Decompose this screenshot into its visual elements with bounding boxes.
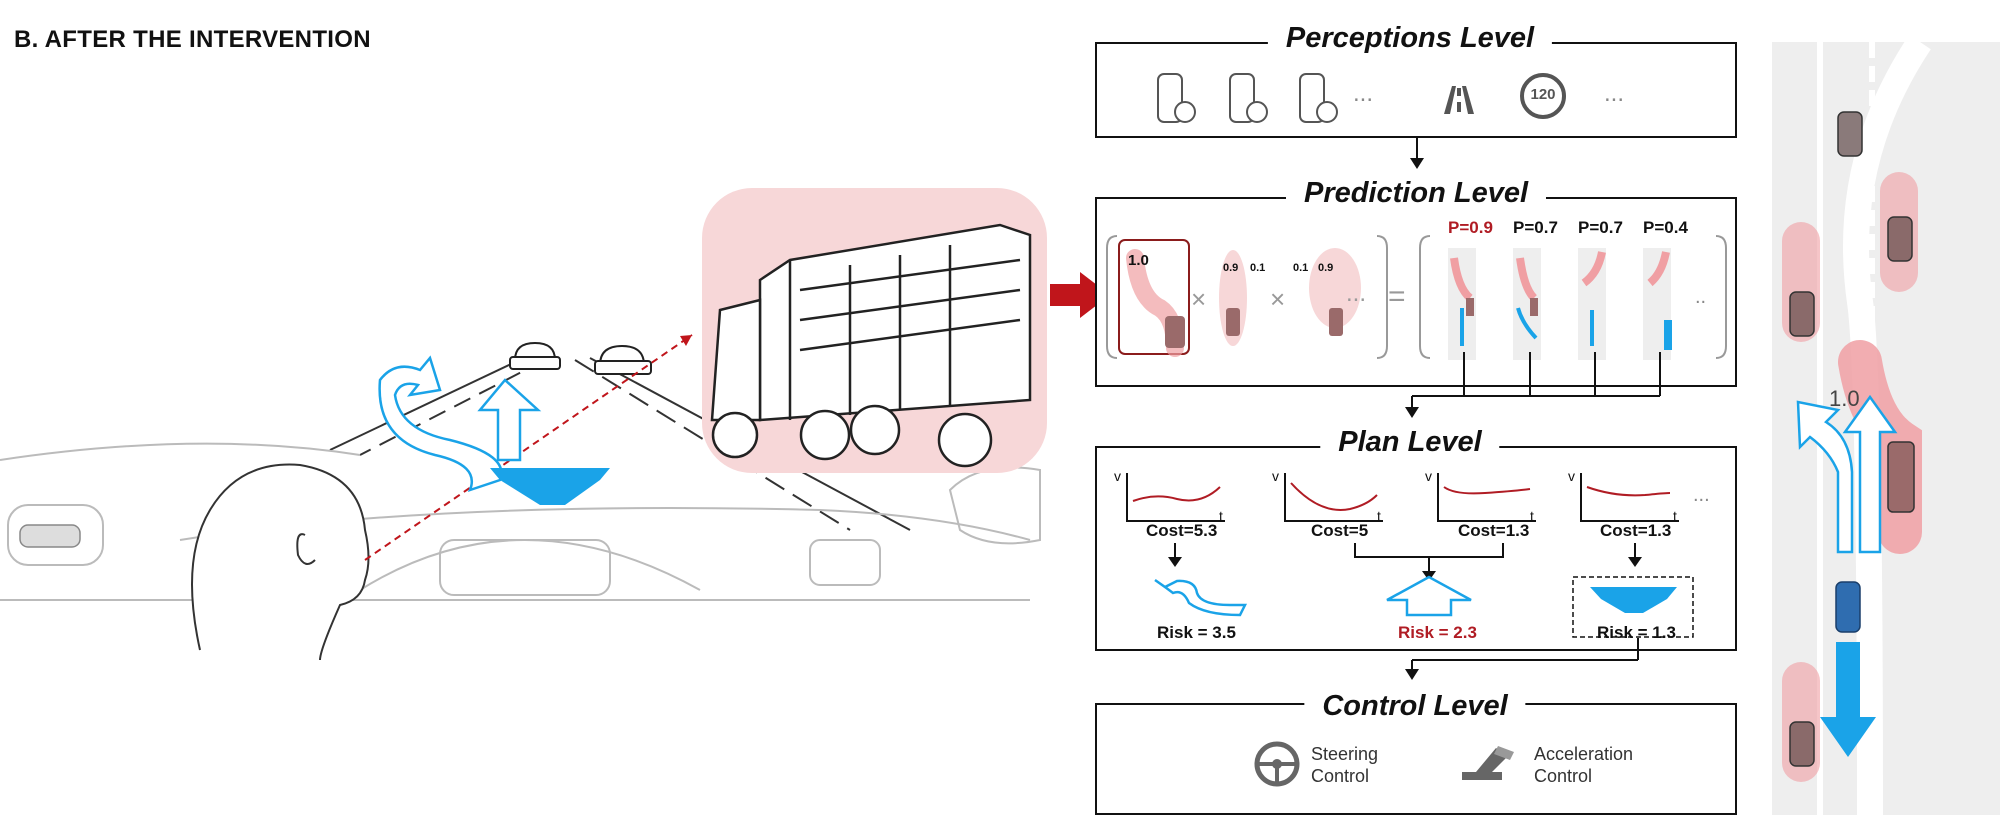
times-symbol: ×	[1270, 284, 1286, 314]
lane-b-left-prob: 0.1	[1293, 262, 1309, 274]
road-accelerate-arrow-icon	[1842, 394, 1898, 554]
driver-scene-illustration	[0, 188, 1047, 661]
vehicle-speed-icon	[1229, 73, 1268, 123]
equals-symbol: =	[1388, 280, 1406, 313]
plan-cost-4: Cost=1.3	[1600, 521, 1672, 540]
scenario-prob-1: P=0.9	[1448, 218, 1493, 237]
perceptions-level-title: Perceptions Level	[1267, 22, 1553, 55]
prediction-level-title: Prediction Level	[1285, 177, 1547, 210]
plan-v-axis-label: v	[1568, 468, 1575, 484]
scenario-lane	[1513, 248, 1541, 360]
plan-cost-1: Cost=5.3	[1146, 521, 1218, 540]
vehicle-speed-icon	[1157, 73, 1196, 123]
plan-accelerate-arrow-icon	[1386, 575, 1472, 617]
road-car-icon	[1789, 291, 1815, 337]
speed-limit-value: 120	[1530, 86, 1556, 103]
plan-cost-curves	[1126, 473, 1694, 638]
steering-control-label: Steering Control	[1311, 743, 1378, 787]
plan-v-axis-label: v	[1425, 468, 1432, 484]
gaze-arrowhead-icon	[680, 335, 692, 346]
steering-control-line2: Control	[1311, 766, 1370, 786]
accelerator-pedal-icon	[1462, 746, 1514, 780]
plan-t-axis-label: t	[1219, 508, 1223, 524]
prediction-ellipsis: ...	[1346, 280, 1367, 307]
section-title: B. AFTER THE INTERVENTION	[14, 26, 371, 53]
acceleration-control-line2: Control	[1534, 766, 1593, 786]
road-prob-label: 1.0	[1829, 386, 1860, 411]
plan-v-axis-label: v	[1272, 468, 1279, 484]
lane-a-right-prob: 0.1	[1250, 262, 1266, 274]
perception-ellipsis-2: ...	[1604, 80, 1625, 107]
lane-b-right-prob: 0.9	[1318, 262, 1334, 274]
truck-icon	[710, 223, 1032, 468]
times-symbol: ×	[1191, 284, 1207, 314]
road-truck-icon	[1887, 441, 1915, 513]
acceleration-control-label: Acceleration Control	[1534, 743, 1633, 787]
plan-risk-3: Risk = 1.3	[1597, 623, 1676, 642]
road-car-icon	[1789, 721, 1815, 767]
distant-car-icon	[594, 344, 652, 375]
scenario-ellipsis: ..	[1695, 286, 1707, 308]
road-top-view	[1772, 42, 2000, 815]
speed-limit-sign-icon	[1520, 73, 1566, 119]
scenario-lane	[1448, 248, 1476, 360]
gaze-line	[364, 334, 693, 561]
road-brake-arrow-icon	[1820, 642, 1876, 757]
steering-control-line1: Steering	[1311, 744, 1379, 764]
flow-arrow-icon	[1410, 138, 1424, 169]
plan-lane-change-arrow-icon	[1154, 578, 1248, 617]
plan-t-axis-label: t	[1673, 508, 1677, 524]
ego-car-icon	[1835, 581, 1861, 633]
prediction-box-prob: 1.0	[1128, 252, 1149, 269]
lane-a-left-prob: 0.9	[1223, 262, 1239, 274]
scenario-prob-3: P=0.7	[1578, 218, 1623, 237]
plan-ellipsis: ...	[1693, 484, 1710, 506]
perception-ellipsis-1: ...	[1353, 80, 1374, 107]
scenario-prob-2: P=0.7	[1513, 218, 1558, 237]
plan-level-box	[1095, 446, 1737, 651]
acceleration-control-line1: Acceleration	[1534, 744, 1634, 764]
accelerate-arrow-icon	[477, 378, 542, 462]
mirror-car-icon	[19, 524, 81, 548]
lane-marking-icon	[1444, 86, 1474, 114]
road-car-icon	[1837, 111, 1863, 157]
dashboard-outline	[0, 442, 1041, 601]
scenario-lanes-diagram	[1419, 235, 1727, 360]
plan-brake-arrow-icon	[1590, 587, 1677, 613]
plan-t-axis-label: t	[1530, 508, 1534, 524]
driver-head	[191, 463, 370, 661]
plan-to-control-connector	[1405, 638, 1639, 680]
selected-plan-frame	[1572, 576, 1694, 638]
plan-t-axis-label: t	[1377, 508, 1381, 524]
scenario-prob-4: P=0.4	[1643, 218, 1688, 237]
perceptions-level-box	[1095, 42, 1737, 138]
plan-v-axis-label: v	[1114, 468, 1121, 484]
plan-cost-2: Cost=5	[1311, 521, 1369, 540]
perception-vehicle-icons	[1157, 73, 1338, 123]
road-lane-change-arrow-icon	[1796, 400, 1854, 554]
brake-arrow-icon	[490, 468, 610, 505]
plan-cost-3: Cost=1.3	[1458, 521, 1530, 540]
prediction-factors-diagram	[1106, 235, 1388, 359]
steering-wheel-icon	[1254, 741, 1300, 787]
prediction-merge-connector	[1405, 352, 1661, 418]
scenario-lane	[1643, 248, 1672, 360]
control-level-title: Control Level	[1304, 690, 1526, 723]
plan-risk-1: Risk = 3.5	[1157, 623, 1236, 642]
plan-risk-2: Risk = 2.3	[1398, 623, 1477, 642]
road-car-icon	[1887, 216, 1913, 262]
vehicle-speed-icon	[1299, 73, 1338, 123]
scenario-lane	[1578, 248, 1606, 360]
distant-car-icon	[509, 341, 561, 370]
plan-level-title: Plan Level	[1320, 426, 1500, 459]
lane-change-arrow-icon	[378, 355, 503, 493]
